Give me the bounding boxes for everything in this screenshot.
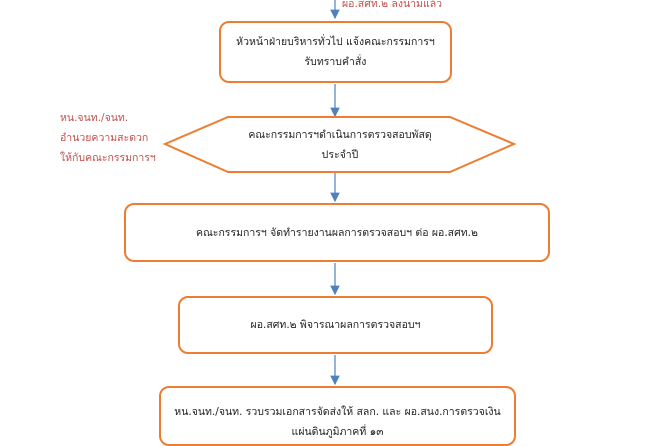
- side-note-line2: อำนวยความสะดวก: [60, 132, 149, 144]
- step1-line1: หัวหน้าฝ่ายบริหารทั่วไป แจ้งคณะกรรมการฯ: [236, 36, 435, 48]
- step-director-review: ผอ.สศท.๒ พิจารณาผลการตรวจสอบฯ: [178, 296, 493, 354]
- flow-connectors: [162, 0, 517, 386]
- step2-line1: คณะกรรมการฯดำเนินการตรวจสอบพัสดุ: [248, 129, 432, 141]
- preparation-hexagon: [162, 116, 517, 173]
- top-note: ผอ.สศท.๒ ลงนามแล้ว: [342, 0, 443, 10]
- step-report: คณะกรรมการฯ จัดทำรายงานผลการตรวจสอบฯ ต่อ…: [124, 203, 550, 262]
- step-inspection: คณะกรรมการฯดำเนินการตรวจสอบพัสดุ ประจำปี: [185, 120, 495, 170]
- step-submit-documents: หน.จนท./จนท. รวบรวมเอกสารจัดส่งให้ สลก. …: [159, 386, 516, 446]
- step2-line2: ประจำปี: [321, 149, 359, 161]
- step5-line2: แผ่นดินภูมิภาคที่ ๑๓: [291, 426, 384, 438]
- step-notify-committee: หัวหน้าฝ่ายบริหารทั่วไป แจ้งคณะกรรมการฯ …: [219, 21, 452, 83]
- step1-line2: รับทราบคำสั่ง: [304, 56, 367, 68]
- side-note-line1: หน.จนท./จนท.: [60, 112, 129, 124]
- step3-label: คณะกรรมการฯ จัดทำรายงานผลการตรวจสอบฯ ต่อ…: [196, 226, 478, 239]
- step5-line1: หน.จนท./จนท. รวบรวมเอกสารจัดส่งให้ สลก. …: [174, 406, 501, 418]
- side-note-line3: ให้กับคณะกรรมการฯ: [60, 152, 156, 164]
- side-note: หน.จนท./จนท. อำนวยความสะดวก ให้กับคณะกรร…: [60, 108, 156, 168]
- step4-label: ผอ.สศท.๒ พิจารณาผลการตรวจสอบฯ: [250, 319, 421, 331]
